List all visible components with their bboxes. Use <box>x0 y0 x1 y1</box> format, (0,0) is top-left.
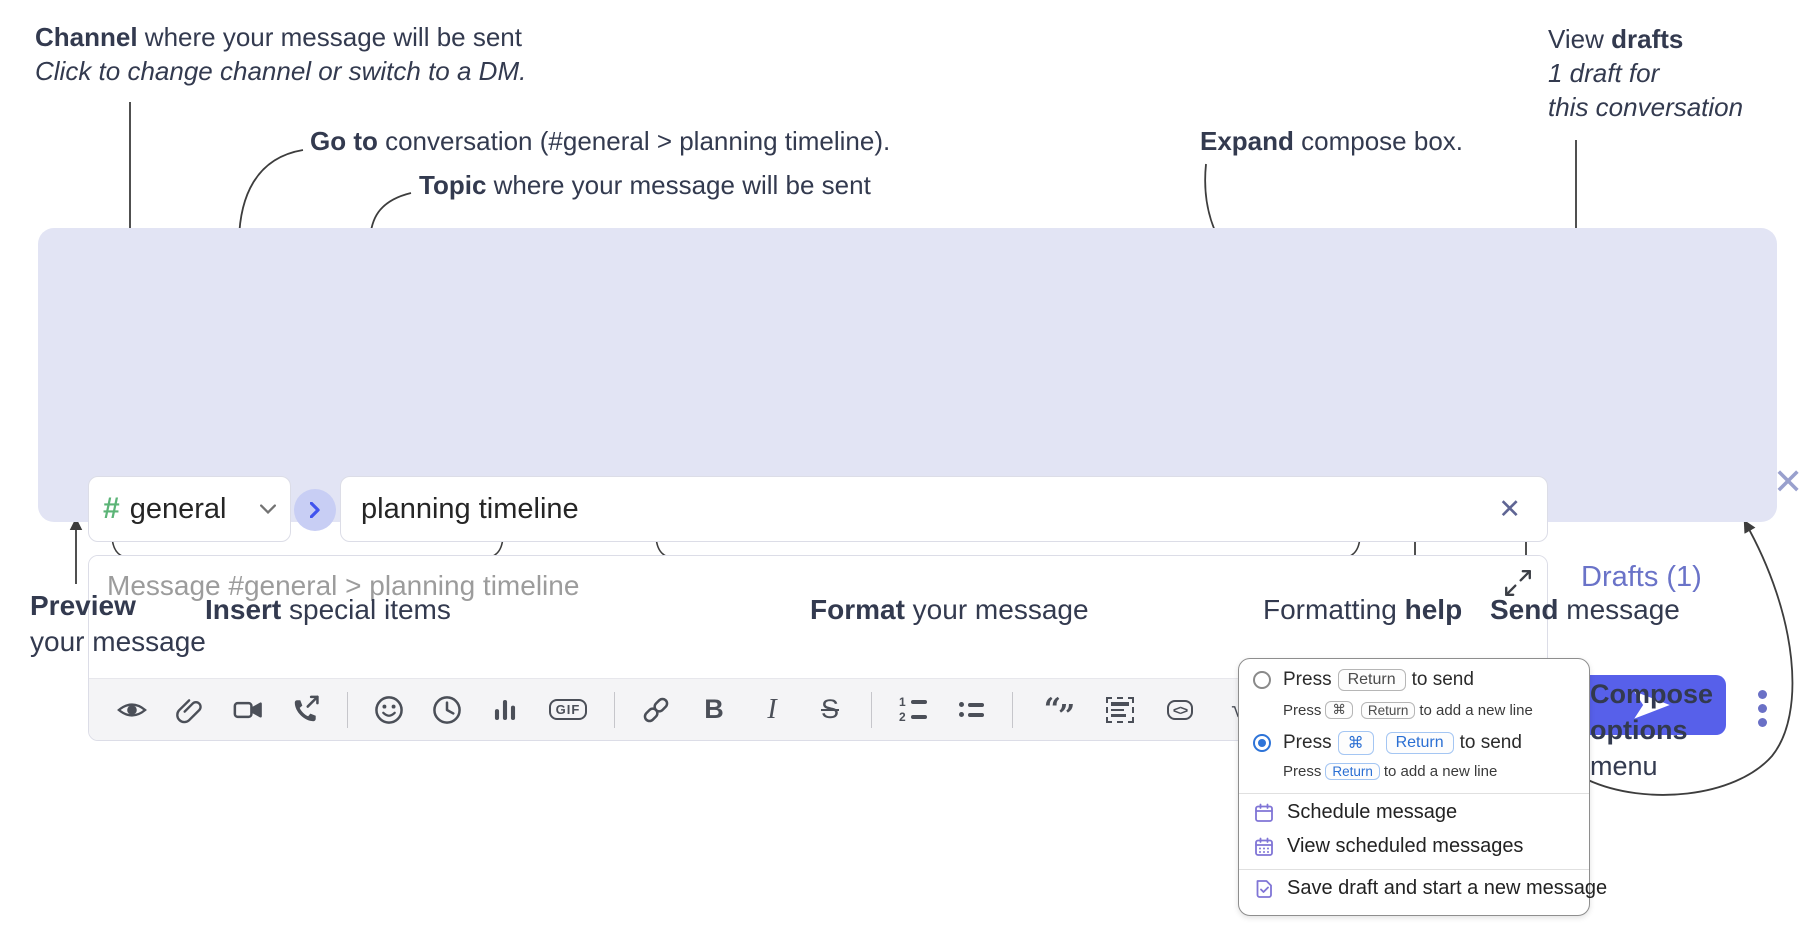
bulleted-list-button[interactable] <box>954 693 988 727</box>
option-cmd-return-to-send[interactable]: Press ⌘ Return to send <box>1253 731 1522 755</box>
channel-name: general <box>129 492 227 525</box>
formatting-help-annotation: Formatting help <box>1263 594 1463 625</box>
arrow-goto <box>232 149 304 243</box>
poll-button[interactable] <box>488 693 522 727</box>
message-input[interactable]: Message #general > planning timeline <box>89 556 1547 678</box>
channel-hash-icon: # <box>103 492 120 525</box>
return-keycap: Return <box>1337 669 1406 691</box>
channel-annotation: Channel where your message will be sent … <box>35 22 527 86</box>
option-return-subtext: Press ⌘ Return to add a new line <box>1283 701 1533 719</box>
send-plane-icon <box>1634 691 1670 719</box>
emoji-button[interactable] <box>372 693 406 727</box>
send-annotation: Send message <box>1490 594 1680 625</box>
go-to-conversation-button[interactable] <box>294 489 336 531</box>
send-options-popup: Press Return to send Press ⌘ Return to a… <box>1238 658 1607 916</box>
toolbar-divider <box>1012 691 1013 728</box>
bold-button[interactable]: B <box>697 693 731 727</box>
expand-compose-button[interactable] <box>1503 568 1533 598</box>
global-time-button[interactable] <box>430 693 464 727</box>
menu-item-schedule-message[interactable]: Schedule message <box>1253 801 1457 824</box>
view-drafts-annotation: View drafts 1 draft for this conversatio… <box>1548 24 1744 122</box>
goto-annotation: Go to conversation (#general > planning … <box>310 126 891 156</box>
return-keycap: Return <box>1385 732 1454 754</box>
compose-options-annotation: Compose options menu <box>1590 679 1714 781</box>
option-return-to-send[interactable]: Press Return to send <box>1253 669 1474 691</box>
compose-box: ✕ # general planning timeline ✕ Message … <box>38 228 1803 741</box>
drafts-link[interactable]: Drafts (1) <box>1581 561 1702 593</box>
calendar-icon <box>1255 803 1273 822</box>
cmd-keycap: ⌘ <box>1337 731 1374 755</box>
phone-call-icon <box>294 695 319 721</box>
numbered-list-button[interactable]: 1 2 <box>896 693 930 727</box>
spoiler-button[interactable] <box>1103 693 1137 727</box>
chevron-down-icon <box>260 504 276 514</box>
draft-check-icon <box>1256 879 1272 898</box>
cmd-keycap: ⌘ <box>1325 701 1353 719</box>
code-button[interactable]: <> <box>1161 693 1199 727</box>
close-compose-icon[interactable]: ✕ <box>1773 461 1804 502</box>
topic-input[interactable]: planning timeline ✕ <box>340 476 1548 542</box>
eye-icon <box>117 702 147 717</box>
expand-annotation: Expand compose box. <box>1200 126 1464 156</box>
chevron-right-icon <box>310 502 320 518</box>
return-keycap: Return <box>1325 763 1380 780</box>
radio-selected-icon[interactable] <box>1253 734 1271 752</box>
voice-call-button[interactable] <box>289 693 323 727</box>
message-placeholder: Message #general > planning timeline <box>107 570 580 601</box>
gif-icon: GIF <box>548 699 588 720</box>
compose-options-button[interactable] <box>1750 684 1774 732</box>
menu-item-save-draft[interactable]: Save draft and start a new message <box>1253 877 1607 900</box>
toolbar-divider <box>614 691 615 728</box>
smiley-icon <box>375 695 403 724</box>
italic-icon: I <box>767 693 777 725</box>
topic-annotation: Topic where your message will be sent <box>419 170 871 200</box>
toolbar-divider <box>871 691 872 728</box>
bold-icon: B <box>704 694 724 724</box>
paperclip-icon <box>176 698 202 723</box>
quote-button[interactable]: “” <box>1037 692 1079 734</box>
link-icon <box>643 697 669 722</box>
clock-icon <box>433 695 461 724</box>
preview-annotation: Preview your message <box>30 590 206 657</box>
expand-icon <box>1505 570 1531 596</box>
toolbar-divider <box>347 691 348 728</box>
insert-annotation: Insert special items <box>205 594 451 625</box>
send-button[interactable] <box>1578 675 1726 735</box>
calendar-grid-icon <box>1255 837 1273 856</box>
radio-unselected-icon[interactable] <box>1253 671 1271 689</box>
preview-button[interactable] <box>115 693 149 727</box>
italic-button[interactable]: I <box>755 693 789 727</box>
strikethrough-button[interactable]: S <box>813 693 847 727</box>
strikethrough-icon: S <box>820 694 839 724</box>
popup-divider <box>1239 793 1589 794</box>
attach-file-button[interactable] <box>173 693 207 727</box>
topic-value: planning timeline <box>361 492 579 525</box>
popup-divider <box>1239 869 1589 870</box>
code-icon: <> <box>1166 699 1194 720</box>
bar-chart-icon <box>494 699 516 720</box>
numbered-list-icon: 1 2 <box>899 696 927 723</box>
video-call-button[interactable] <box>231 693 265 727</box>
gif-button[interactable]: GIF <box>546 693 590 727</box>
quote-icon: “” <box>1043 692 1076 734</box>
link-button[interactable] <box>639 693 673 727</box>
video-camera-icon <box>233 701 262 718</box>
ellipsis-icon <box>1757 689 1767 699</box>
return-keycap: Return <box>1360 701 1416 719</box>
format-annotation: Format your message <box>810 594 1089 625</box>
menu-item-view-scheduled[interactable]: View scheduled messages <box>1253 835 1523 858</box>
clear-topic-icon[interactable]: ✕ <box>1498 493 1521 524</box>
bulleted-list-icon <box>958 702 984 717</box>
spoiler-icon <box>1106 696 1134 723</box>
channel-selector[interactable]: # general <box>88 476 291 542</box>
option-cmd-return-subtext: Press Return to add a new line <box>1283 763 1498 780</box>
